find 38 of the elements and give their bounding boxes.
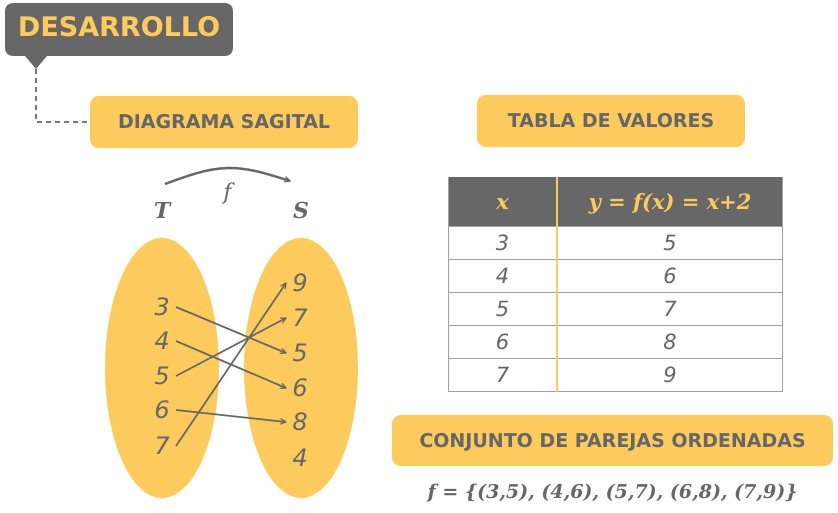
set-element: 9 [288, 268, 312, 298]
table-cell: 5 [556, 226, 782, 260]
set-element: 6 [150, 395, 174, 425]
arrow [176, 340, 287, 389]
table-cell: 7 [556, 292, 782, 326]
section-label-box: DIAGRAMA SAGITAL [90, 96, 358, 148]
table-cell: 6 [556, 260, 782, 292]
ordered-pairs-formula: f = {(3,5), (4,6), (5,7), (6,8), (7,9)} [426, 481, 798, 503]
set-name: T [152, 198, 172, 224]
set-element: 5 [288, 338, 312, 368]
set-name: S [292, 198, 310, 224]
set-element: 4 [288, 443, 312, 473]
arrow [176, 306, 287, 354]
set-element: 5 [150, 361, 174, 391]
set-element: 8 [288, 407, 312, 437]
set-element: 3 [150, 292, 174, 322]
set-element: 7 [150, 431, 174, 461]
edge-label: f [220, 180, 236, 205]
section-label-box: CONJUNTO DE PAREJAS ORDENADAS [392, 415, 833, 466]
arrow [176, 317, 287, 377]
table-cell: 7 [448, 358, 557, 392]
arrow [175, 282, 287, 446]
connector-line [35, 69, 90, 123]
set-element: 6 [288, 373, 312, 403]
table-cell: 6 [448, 326, 557, 358]
set-element: 7 [288, 303, 312, 333]
set-element: 4 [150, 326, 174, 356]
arrow [176, 409, 287, 425]
section-label-box: TABLA DE VALORES [477, 95, 745, 147]
table-header-cell: x [448, 177, 557, 226]
table-cell: 5 [448, 292, 557, 326]
table-cell: 3 [448, 226, 557, 260]
table-header-cell: y = f(x) = x+2 [556, 177, 782, 226]
table-cell: 9 [556, 358, 782, 392]
mapping-arrow [164, 166, 291, 186]
title-text: DESARROLLO [16, 12, 222, 43]
table-cell: 4 [448, 260, 557, 292]
table-cell: 8 [556, 326, 782, 358]
